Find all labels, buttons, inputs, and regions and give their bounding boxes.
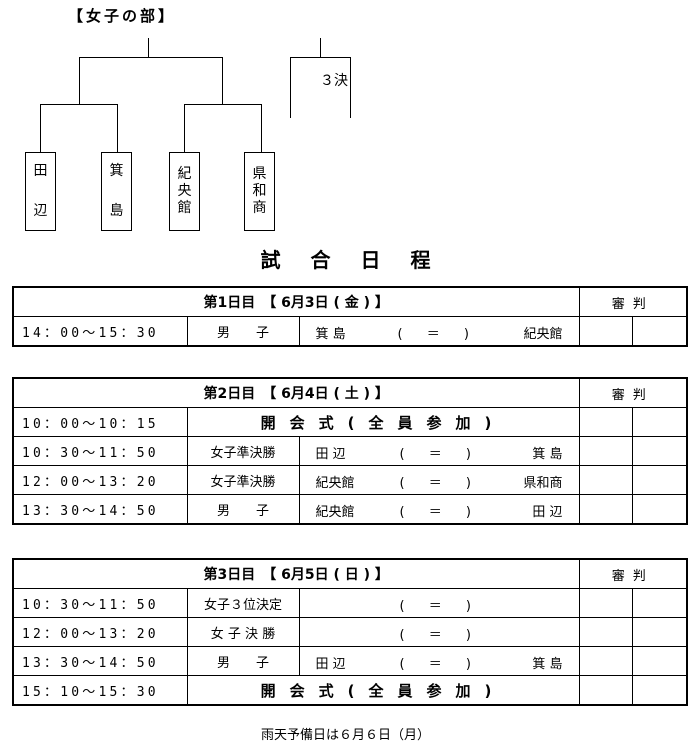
referee-header: 審判 <box>578 286 688 317</box>
score: ( ＝ ) <box>399 628 481 643</box>
team-char: 箕 <box>109 163 124 179</box>
match-kind: 男 子 <box>186 646 300 676</box>
team-box-minoshima: 箕 島 <box>101 152 132 231</box>
table-row: 12：00～13：20 女 子 決 勝 ( ＝ ) <box>12 617 688 647</box>
team-char: 商 <box>252 200 267 216</box>
team-a: 箕 島 <box>315 327 346 342</box>
referee-cell <box>578 617 633 647</box>
match-cell: ( ＝ ) <box>298 588 580 618</box>
day-3-table: 第3日目 【 6月5日 ( 日 ) 】 審判 10：30～11：50 女子３位決… <box>12 558 689 706</box>
match-time: 12：00～13：20 <box>12 465 188 495</box>
day-1-table: 第1日目 【 6月3日 ( 金 ) 】 審判 14：00～15：30 男 子 箕… <box>12 286 689 347</box>
score: ( ＝ ) <box>399 657 481 672</box>
score: ( ＝ ) <box>397 327 479 342</box>
table-row: 13：30～14：50 男 子 田 辺 ( ＝ ) 箕 島 <box>12 646 688 676</box>
referee-header: 審判 <box>578 377 688 408</box>
match-kind: 男 子 <box>186 316 300 347</box>
team-char: 島 <box>109 203 124 219</box>
ceremony: 開会式(全員参加) <box>186 407 580 437</box>
referee-cell <box>631 494 688 525</box>
match-kind: 男 子 <box>186 494 300 525</box>
team-box-kiookan: 紀 央 館 <box>169 152 200 231</box>
referee-cell <box>631 588 688 618</box>
referee-cell <box>578 465 633 495</box>
match-cell: 田 辺 ( ＝ ) 箕 島 <box>298 436 580 466</box>
team-char: 辺 <box>33 203 48 219</box>
match-kind: 女子３位決定 <box>186 588 300 618</box>
table-row: 15：10～15：30 開会式(全員参加) <box>12 675 688 706</box>
score: ( ＝ ) <box>399 599 481 614</box>
referee-cell <box>631 675 688 706</box>
team-a: 紀央館 <box>315 476 355 491</box>
bracket-title: 【女子の部】 <box>68 7 177 25</box>
table-row: 10：00～10：15 開会式(全員参加) <box>12 407 688 437</box>
match-cell: 田 辺 ( ＝ ) 箕 島 <box>298 646 580 676</box>
match-time: 15：10～15：30 <box>12 675 188 706</box>
team-b: 田 辺 <box>532 505 563 520</box>
table-row: 10：30～11：50 女子準決勝 田 辺 ( ＝ ) 箕 島 <box>12 436 688 466</box>
third-place-label: ３決 <box>320 73 348 89</box>
day-header: 第1日目 【 6月3日 ( 金 ) 】 <box>12 286 580 317</box>
team-b: 箕 島 <box>532 447 563 462</box>
table-header-row: 第2日目 【 6月4日 ( 土 ) 】 審判 <box>12 377 688 408</box>
table-row: 12：00～13：20 女子準決勝 紀央館 ( ＝ ) 県和商 <box>12 465 688 495</box>
match-cell: 紀央館 ( ＝ ) 田 辺 <box>298 494 580 525</box>
table-row: 10：30～11：50 女子３位決定 ( ＝ ) <box>12 588 688 618</box>
match-time: 13：30～14：50 <box>12 494 188 525</box>
match-kind: 女子準決勝 <box>186 436 300 466</box>
referee-cell <box>631 407 688 437</box>
match-time: 10：30～11：50 <box>12 588 188 618</box>
referee-cell <box>578 675 633 706</box>
day-2-table: 第2日目 【 6月4日 ( 土 ) 】 審判 10：00～10：15 開会式(全… <box>12 377 689 525</box>
team-box-kenwasho: 県 和 商 <box>244 152 275 231</box>
team-b: 県和商 <box>523 476 563 491</box>
match-time: 10：30～11：50 <box>12 436 188 466</box>
table-row: 13：30～14：50 男 子 紀央館 ( ＝ ) 田 辺 <box>12 494 688 525</box>
team-box-tanabe: 田 辺 <box>25 152 56 231</box>
match-time: 12：00～13：20 <box>12 617 188 647</box>
rain-date-note: 雨天予備日は６月６日（月） <box>260 728 430 743</box>
match-cell: 紀央館 ( ＝ ) 県和商 <box>298 465 580 495</box>
match-cell: ( ＝ ) <box>298 617 580 647</box>
team-char: 紀 <box>177 166 192 182</box>
referee-cell <box>631 316 688 347</box>
match-time: 10：00～10：15 <box>12 407 188 437</box>
table-row: 14：00～15：30 男 子 箕 島 ( ＝ ) 紀央館 <box>12 316 688 347</box>
table-header-row: 第3日目 【 6月5日 ( 日 ) 】 審判 <box>12 558 688 589</box>
team-char: 館 <box>177 200 192 216</box>
day-header: 第3日目 【 6月5日 ( 日 ) 】 <box>12 558 580 589</box>
referee-cell <box>578 588 633 618</box>
ceremony: 開会式(全員参加) <box>186 675 580 706</box>
referee-cell <box>578 316 633 347</box>
referee-cell <box>631 436 688 466</box>
referee-header: 審判 <box>578 558 688 589</box>
referee-cell <box>631 465 688 495</box>
team-b: 紀央館 <box>523 327 563 342</box>
score: ( ＝ ) <box>399 505 481 520</box>
team-a: 紀央館 <box>315 505 355 520</box>
team-char: 和 <box>252 183 267 199</box>
score: ( ＝ ) <box>399 476 481 491</box>
referee-cell <box>631 646 688 676</box>
referee-cell <box>578 494 633 525</box>
day-header: 第2日目 【 6月4日 ( 土 ) 】 <box>12 377 580 408</box>
team-char: 田 <box>33 163 48 179</box>
match-time: 13：30～14：50 <box>12 646 188 676</box>
team-a: 田 辺 <box>315 447 346 462</box>
match-kind: 女 子 決 勝 <box>186 617 300 647</box>
team-b: 箕 島 <box>532 657 563 672</box>
team-a: 田 辺 <box>315 657 346 672</box>
team-char: 県 <box>252 166 267 182</box>
match-time: 14：00～15：30 <box>12 316 188 347</box>
referee-cell <box>631 617 688 647</box>
referee-cell <box>578 407 633 437</box>
team-char: 央 <box>177 183 192 199</box>
schedule-title: 試合日程 <box>260 248 461 272</box>
referee-cell <box>578 436 633 466</box>
match-cell: 箕 島 ( ＝ ) 紀央館 <box>298 316 580 347</box>
score: ( ＝ ) <box>399 447 481 462</box>
referee-cell <box>578 646 633 676</box>
match-kind: 女子準決勝 <box>186 465 300 495</box>
table-header-row: 第1日目 【 6月3日 ( 金 ) 】 審判 <box>12 286 688 317</box>
